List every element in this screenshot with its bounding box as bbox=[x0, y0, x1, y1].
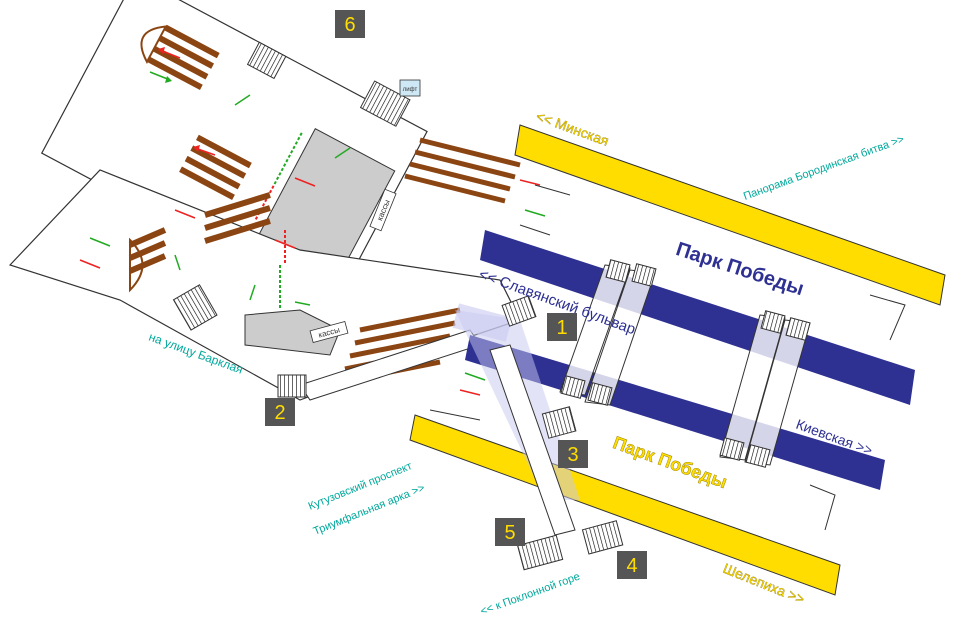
flow-arrows bbox=[79, 47, 546, 396]
stairs-exit-4 bbox=[581, 520, 624, 555]
exit-badge-4: 4 bbox=[617, 551, 647, 579]
yellow-line-lower-track bbox=[409, 414, 841, 596]
stairs-exit-3 bbox=[541, 406, 577, 439]
blue-line-track-upper bbox=[480, 230, 915, 405]
exit-number-6: 6 bbox=[344, 14, 355, 36]
exit-badge-2: 2 bbox=[265, 398, 295, 426]
exit-number-1: 1 bbox=[556, 317, 567, 339]
yellow-line-upper-track bbox=[514, 124, 946, 306]
exit-badge-1: 1 bbox=[547, 313, 577, 341]
stairs-exit-5 bbox=[516, 534, 564, 571]
street-triumfalnaya: Триумфальная арка >> bbox=[312, 482, 427, 538]
exit-number-2: 2 bbox=[274, 402, 285, 424]
stairs-upper-inner bbox=[246, 41, 287, 80]
station-name-yellow: Парк Победы bbox=[610, 432, 729, 492]
lift-icon bbox=[399, 79, 421, 97]
stairs-exit-2 bbox=[277, 374, 307, 398]
stairs-exit-1 bbox=[501, 295, 537, 327]
exit-badge-3: 3 bbox=[558, 440, 588, 468]
street-kutuzovsky: Кутузовский проспект bbox=[307, 460, 414, 513]
lift-label: лифт bbox=[403, 87, 418, 93]
escalators-to-blue-platform bbox=[404, 137, 521, 204]
stairs-lower-left bbox=[172, 284, 218, 331]
platform-end-structures bbox=[429, 184, 906, 531]
stairs-exit-6 bbox=[359, 80, 411, 127]
direction-poklonnaya: << к Поклонной горе bbox=[479, 571, 582, 618]
escalator-group-lower-middle bbox=[204, 192, 271, 244]
platform-bridges bbox=[559, 259, 811, 468]
escalator-group-lower-left bbox=[128, 227, 167, 293]
exit-badge-6: 6 bbox=[335, 10, 365, 38]
exit-badge-5: 5 bbox=[495, 518, 525, 546]
escalator-group-upper-middle bbox=[179, 134, 252, 200]
exit-number-3: 3 bbox=[567, 444, 578, 466]
exit-number-5: 5 bbox=[504, 522, 515, 544]
exit-number-4: 4 bbox=[626, 555, 637, 577]
escalator-group-upper-left bbox=[140, 24, 220, 91]
direction-panorama: Панорама Бородинская битва >> bbox=[742, 133, 906, 202]
